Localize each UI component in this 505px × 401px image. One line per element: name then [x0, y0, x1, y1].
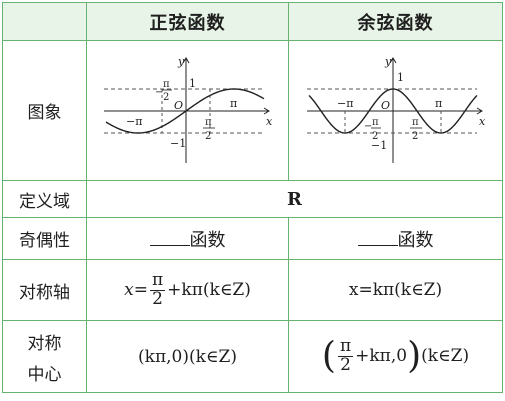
- corner-cell: [2, 2, 87, 41]
- row-label-center-line1: 对称: [27, 333, 62, 354]
- center-cos-rest: +kπ,0: [355, 346, 408, 366]
- y-axis-arrow: [182, 56, 189, 63]
- row-label-domain: 定义域: [2, 180, 87, 218]
- domain-value: R: [86, 180, 503, 218]
- header-sin: 正弦函数: [86, 2, 289, 41]
- tick-one: 1: [397, 71, 404, 84]
- tick-neg-half-pi-num: π: [372, 117, 379, 128]
- axis-sin-eq: =: [133, 279, 148, 300]
- row-label-center-line2: 中心: [27, 364, 62, 385]
- tick-neg-half-pi-den: 2: [163, 92, 169, 103]
- center-sin-cell: (kπ,0)(k∈Z): [86, 320, 289, 393]
- tick-half-pi-num: π: [205, 117, 212, 128]
- parity-cos-blank: [357, 229, 398, 246]
- cos-curve: [307, 87, 478, 134]
- tick-neg-half-pi-sign: −: [155, 87, 163, 98]
- tick-neg-half-pi-sign: −: [364, 121, 372, 132]
- center-cos-rparen: ): [407, 335, 422, 377]
- parity-cos-text: 函数: [397, 229, 434, 251]
- domain-row: 定义域 R: [2, 180, 503, 218]
- cos-graph-cell: y x 1 −1 O π −π − π 2 π 2: [288, 40, 503, 181]
- center-cos-frac-num: π: [337, 336, 354, 357]
- axis-cos-cell: x=kπ(k∈Z): [288, 259, 503, 321]
- x-label: x: [479, 115, 486, 128]
- tick-one: 1: [189, 77, 196, 90]
- sin-graph: y x 1 −1 O π −π − π 2 π 2: [103, 55, 273, 163]
- origin-label: O: [381, 99, 390, 112]
- tick-neg-half-pi-num: π: [163, 79, 170, 90]
- tick-half-pi-num: π: [412, 117, 419, 128]
- parity-sin-blank: [149, 229, 190, 246]
- header-row: 正弦函数 余弦函数: [2, 2, 503, 41]
- center-cos-frac-den: 2: [340, 355, 351, 375]
- tick-pi: π: [435, 97, 442, 110]
- tick-half-pi-den: 2: [412, 131, 418, 142]
- axis-sin-frac-den: 2: [152, 288, 163, 309]
- graph-row: 图象 y x 1 −1 O π −π: [2, 40, 503, 181]
- center-cos-tail: (k∈Z): [421, 346, 470, 366]
- tick-neg-half-pi-den: 2: [372, 131, 378, 142]
- axis-sin-x: x: [124, 279, 134, 300]
- y-label: y: [384, 55, 392, 68]
- parity-cos-cell: 函数: [288, 217, 503, 260]
- sin-curve: [105, 87, 264, 134]
- tick-neg-pi: −π: [337, 97, 353, 110]
- tick-pi: π: [230, 97, 237, 110]
- header-cos: 余弦函数: [288, 2, 503, 41]
- origin-label: O: [174, 99, 183, 112]
- x-label: x: [266, 115, 273, 128]
- center-cos-lparen: (: [321, 335, 336, 377]
- axis-sin-rest: +kπ(k∈Z): [167, 279, 251, 300]
- row-label-axis: 对称轴: [2, 259, 87, 321]
- trig-comparison-table: 正弦函数 余弦函数 图象 y x 1 −1 O π: [2, 2, 503, 393]
- y-label: y: [177, 55, 185, 68]
- parity-sin-text: 函数: [189, 229, 226, 251]
- tick-neg-pi: −π: [126, 115, 142, 128]
- cos-graph: y x 1 −1 O π −π − π 2 π 2: [306, 55, 486, 163]
- y-axis-arrow: [389, 56, 396, 63]
- tick-neg-one: −1: [170, 137, 186, 150]
- x-axis-arrow: [263, 107, 270, 114]
- sin-graph-cell: y x 1 −1 O π −π − π 2 π 2: [86, 40, 289, 181]
- x-axis-arrow: [476, 107, 483, 114]
- parity-sin-cell: 函数: [86, 217, 289, 260]
- row-label-graph: 图象: [2, 40, 87, 181]
- axis-sin-frac-num: π: [149, 269, 166, 291]
- row-label-center: 对称 中心: [2, 320, 87, 393]
- row-label-parity: 奇偶性: [2, 217, 87, 260]
- tick-neg-one: −1: [371, 139, 387, 152]
- tick-half-pi-den: 2: [205, 131, 211, 142]
- parity-row: 奇偶性 函数 函数: [2, 217, 503, 260]
